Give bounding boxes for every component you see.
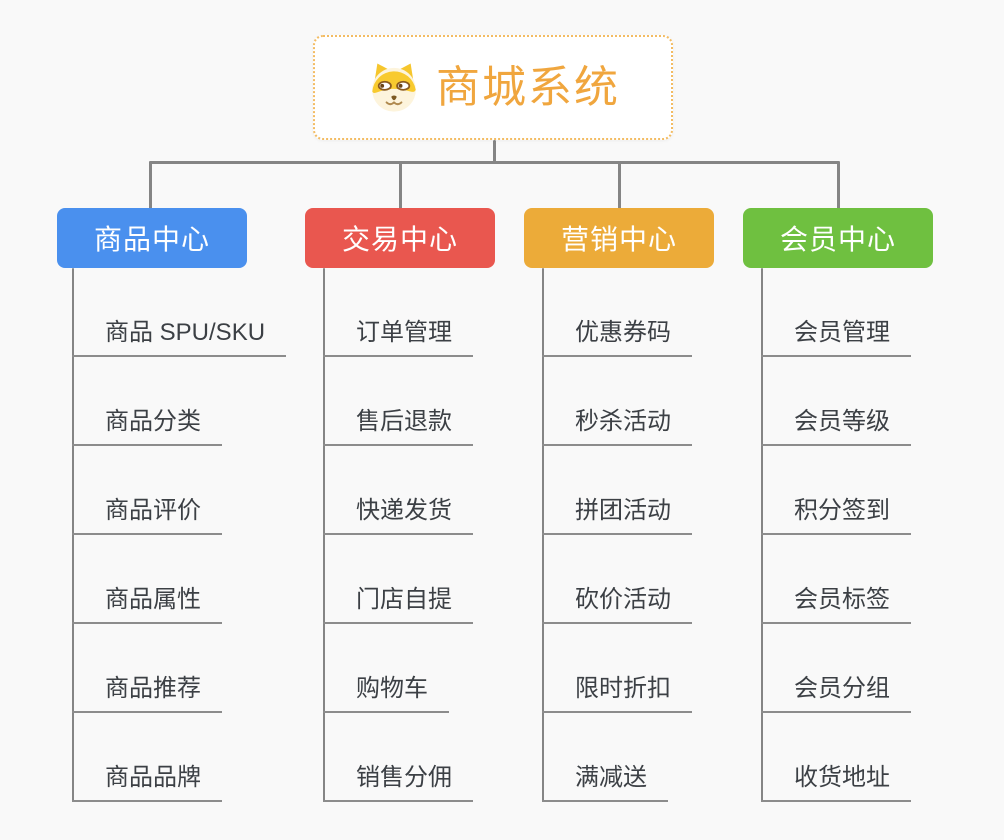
- leaf-node[interactable]: 会员标签: [761, 578, 911, 624]
- connector-column-line-4: [761, 268, 763, 802]
- leaf-node[interactable]: 会员分组: [761, 667, 911, 713]
- branch-box-marketing-center[interactable]: 营销中心: [524, 208, 714, 268]
- leaf-node[interactable]: 商品属性: [72, 578, 222, 624]
- leaf-node[interactable]: 售后退款: [323, 400, 473, 446]
- branch-box-trade-center[interactable]: 交易中心: [305, 208, 495, 268]
- connector-column-line-2: [323, 268, 325, 802]
- connector-column-line-1: [72, 268, 74, 802]
- connector-drop-branch-1: [149, 161, 152, 210]
- connector-horizontal-bus: [149, 161, 840, 164]
- leaf-node[interactable]: 收货地址: [761, 756, 911, 802]
- leaf-node[interactable]: 商品品牌: [72, 756, 222, 802]
- leaf-node[interactable]: 秒杀活动: [542, 400, 692, 446]
- leaf-node[interactable]: 快递发货: [323, 489, 473, 535]
- leaf-node[interactable]: 商品评价: [72, 489, 222, 535]
- connector-drop-branch-2: [399, 161, 402, 210]
- leaf-node[interactable]: 销售分佣: [323, 756, 473, 802]
- leaf-node[interactable]: 购物车: [323, 667, 449, 713]
- leaf-node[interactable]: 积分签到: [761, 489, 911, 535]
- leaf-node[interactable]: 会员管理: [761, 311, 911, 357]
- connector-column-line-3: [542, 268, 544, 802]
- root-node[interactable]: 商城系统: [313, 35, 673, 140]
- leaf-node[interactable]: 满减送: [542, 756, 668, 802]
- connector-drop-branch-4: [837, 161, 840, 210]
- dog-face-icon: [366, 60, 422, 116]
- leaf-node[interactable]: 砍价活动: [542, 578, 692, 624]
- leaf-node[interactable]: 拼团活动: [542, 489, 692, 535]
- leaf-node[interactable]: 门店自提: [323, 578, 473, 624]
- branch-box-member-center[interactable]: 会员中心: [743, 208, 933, 268]
- leaf-node[interactable]: 限时折扣: [542, 667, 692, 713]
- leaf-node[interactable]: 商品推荐: [72, 667, 222, 713]
- leaf-node[interactable]: 优惠券码: [542, 311, 692, 357]
- leaf-node[interactable]: 商品分类: [72, 400, 222, 446]
- leaf-node[interactable]: 会员等级: [761, 400, 911, 446]
- root-title: 商城系统: [436, 62, 620, 112]
- connector-drop-branch-3: [618, 161, 621, 210]
- branch-box-product-center[interactable]: 商品中心: [57, 208, 247, 268]
- leaf-node[interactable]: 商品 SPU/SKU: [72, 311, 287, 357]
- leaf-node[interactable]: 订单管理: [323, 311, 473, 357]
- connector-root-drop: [493, 140, 496, 164]
